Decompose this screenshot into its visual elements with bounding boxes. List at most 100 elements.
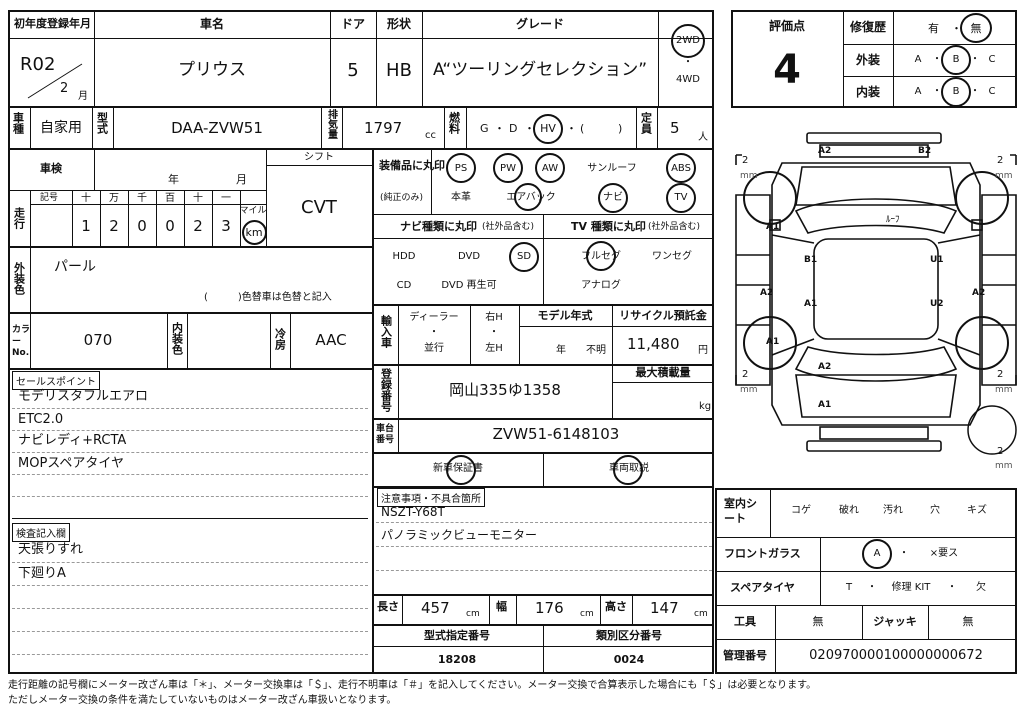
equipment-sub: (純正のみ) <box>380 193 424 203</box>
type-no-label: 型式指定番号 <box>424 629 490 642</box>
model-value: DAA-ZVW51 <box>171 119 263 137</box>
divider <box>100 190 101 246</box>
fuel-circle <box>533 114 563 144</box>
rule-line <box>12 585 368 586</box>
digit-header: 千 <box>137 193 147 204</box>
divider <box>444 106 445 148</box>
import-left-h: 左H <box>485 343 503 354</box>
divider <box>30 106 31 148</box>
divider <box>372 238 714 239</box>
notes-line: パノラミックビューモニター <box>381 528 538 542</box>
divider <box>657 106 658 148</box>
fuel-paren-open: ( <box>580 122 585 135</box>
jack-label: ジャッキ <box>873 615 917 628</box>
usage-value: 自家用 <box>40 120 82 136</box>
divider <box>8 190 266 191</box>
divider <box>398 364 399 418</box>
doors-label: ドア <box>340 17 366 31</box>
height-label: 高さ <box>605 600 627 613</box>
divider <box>402 594 403 624</box>
tire-depth: 2 <box>997 369 1004 380</box>
grade-a: A <box>914 86 922 97</box>
divider <box>398 304 399 364</box>
divider <box>519 326 714 327</box>
registration-value: 岡山335ゆ1358 <box>449 381 561 399</box>
fuel-dot: ・ <box>494 122 505 135</box>
drive-4wd: 4WD <box>676 74 700 85</box>
rule-line <box>12 654 368 655</box>
damage-mark: B1 <box>804 255 818 265</box>
tv-fullseg: フルセグ <box>581 251 621 262</box>
sales-point-line: MOPスペアタイヤ <box>18 456 124 471</box>
damage-mark: A2 <box>972 288 986 298</box>
car-damage-diagram <box>735 132 1017 455</box>
width-label: 幅 <box>496 600 507 613</box>
model-year-unknown: 不明 <box>586 345 606 356</box>
divider <box>187 312 188 368</box>
divider <box>632 594 633 624</box>
damage-mark: U2 <box>930 299 944 309</box>
equip-sunroof: サンルーフ <box>587 163 637 174</box>
divider <box>290 312 291 368</box>
tire-unit: mm <box>740 171 758 181</box>
digit-header: 一 <box>221 193 231 204</box>
mileage-digit: 3 <box>221 217 231 235</box>
equipment-label: 装備品に丸印 <box>379 159 445 172</box>
equip-pw: PW <box>500 163 516 174</box>
divider <box>184 190 185 246</box>
divider <box>928 605 929 639</box>
sales-point-line: ETC2.0 <box>18 412 64 427</box>
seat-item: 破れ <box>839 505 859 516</box>
inspector-line: 天張りすれ <box>18 542 84 557</box>
exterior-grade-circle <box>941 45 971 75</box>
exterior-color-label: 外装色 <box>12 262 26 295</box>
score-box <box>731 10 1017 108</box>
divider <box>8 246 372 248</box>
spare-label: スペアタイヤ <box>730 581 795 594</box>
tv-type-sub: (社外品含む) <box>648 222 701 232</box>
mileage-digit: 1 <box>81 217 91 235</box>
equip-navi: ナビ <box>603 192 623 203</box>
divider <box>94 10 95 106</box>
mileage-digit: 2 <box>109 217 119 235</box>
damage-mark: A1 <box>766 222 780 232</box>
capacity-unit: 人 <box>698 132 708 143</box>
displacement-label: 排気量 <box>325 109 337 139</box>
equip-aw: AW <box>541 163 559 174</box>
divider <box>770 488 771 537</box>
max-load-unit: kg <box>699 401 712 412</box>
divider <box>372 364 714 366</box>
divider <box>422 10 423 106</box>
divider <box>543 452 544 486</box>
tv-circle <box>586 241 616 271</box>
divider <box>843 10 844 108</box>
equip-ps: PS <box>454 163 468 174</box>
divider <box>30 190 31 246</box>
jack-value: 無 <box>962 615 974 628</box>
body-value: HB <box>386 60 412 81</box>
interior-check-table <box>715 488 1017 674</box>
tools-label: 工具 <box>734 615 756 628</box>
rule-line <box>12 408 368 409</box>
body-label: 形状 <box>386 17 412 31</box>
model-year-label: モデル年式 <box>537 309 593 322</box>
tv-analog: アナログ <box>581 280 621 291</box>
equip-circle <box>666 183 696 213</box>
reg-month-value: 2 <box>60 81 69 96</box>
divider <box>372 148 374 674</box>
mileage-digit: 0 <box>165 217 175 235</box>
rule-line <box>12 608 368 609</box>
divider <box>94 148 95 190</box>
km-circle <box>242 220 267 245</box>
divider <box>321 106 322 148</box>
manage-value: 020970000100000000672 <box>809 648 983 663</box>
tv-type-label: TV 種類に丸印 <box>571 220 646 233</box>
divider <box>775 639 776 674</box>
tv-oneseg: ワンセグ <box>652 251 692 262</box>
divider <box>8 38 714 39</box>
spare-item: ・ <box>947 582 957 593</box>
usage-label: 車種 <box>11 112 25 134</box>
tire-unit: mm <box>740 385 758 395</box>
chassis-value: ZVW51-6148103 <box>492 425 620 443</box>
footer-note-2: ただしメーター交換の条件を満たしていないものはメーター改ざん車扱いとなります。 <box>8 695 397 706</box>
